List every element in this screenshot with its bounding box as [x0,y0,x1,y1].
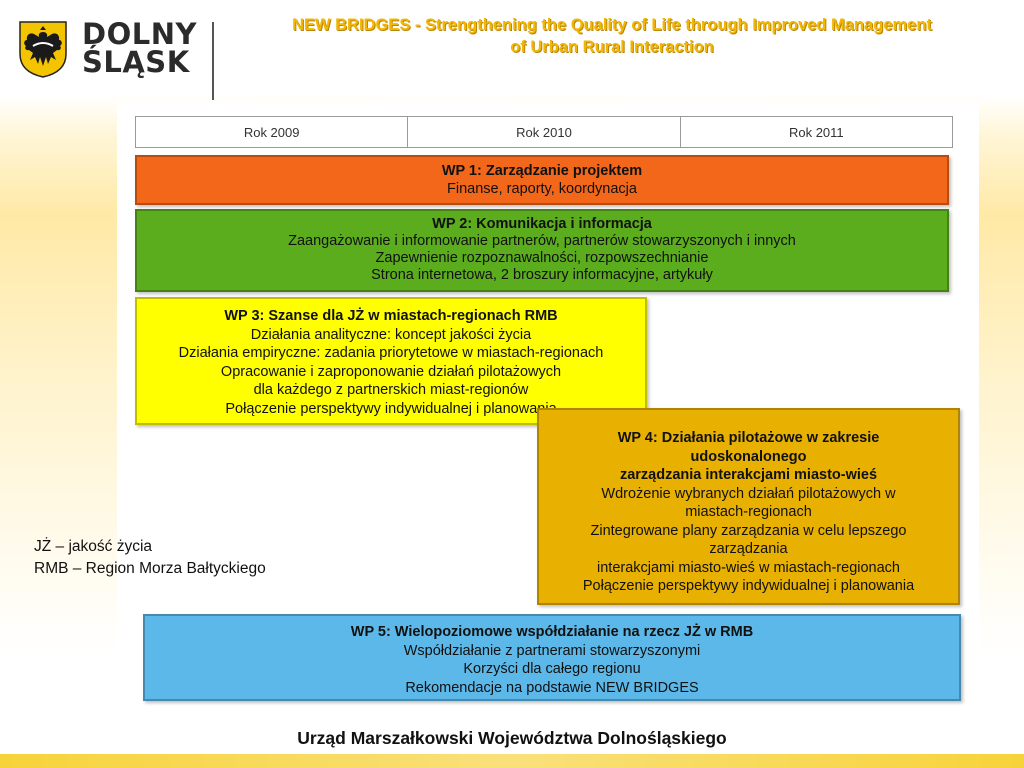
logo-wordmark: DOLNY ŚLĄSK [82,17,197,79]
wp5-title: WP 5: Wielopoziomowe współdziałanie na r… [350,624,754,640]
logo-line-2: ŚLĄSK [82,45,190,79]
year-2011: Rok 2011 [788,124,844,140]
wp3-line: Połączenie perspektywy indywidualnej i p… [225,400,557,417]
wp4-line: zarządzania [709,541,788,557]
wp2-line: Strona internetowa, 2 broszury informacy… [371,267,713,283]
footer-institution: Urząd Marszałkowski Województwa Dolnoślą… [297,728,727,748]
work-package-2: WP 2: Komunikacja i informacja Zaangażow… [135,209,949,292]
work-package-1: WP 1: Zarządzanie projektem Finanse, rap… [135,155,949,205]
wp4-line: Wdrożenie wybranych działań pilotażowych… [601,485,896,502]
wp1-title: WP 1: Zarządzanie projektem [441,163,643,179]
wp5-line: Korzyści dla całego regionu [463,661,641,677]
wp3-line: Działania empiryczne: zadania prioryteto… [178,345,604,361]
wp2-line: Zaangażowanie i informowanie partnerów, … [288,233,796,249]
wp4-line: Połączenie perspektywy indywidualnej i p… [582,578,915,594]
eagle-coat-of-arms-icon [19,21,67,78]
wp2-title: WP 2: Komunikacja i informacja [432,216,652,232]
slide-title-line-2: of Urban Rural Interaction [510,38,714,56]
wp3-line: dla każdego z partnerskich miast-regionó… [253,382,529,398]
wp3-line: Opracowanie i zaproponowanie działań pil… [220,363,562,380]
logo-divider [212,22,214,100]
wp3-line: Działania analityczne: koncept jakości ż… [250,326,532,343]
slide-title-line-1: NEW BRIDGES - Strengthening the Quality … [292,16,932,34]
work-package-4: WP 4: Działania pilotażowe w zakresie ud… [537,408,960,605]
wp4-line: interakcjami miasto-wieś w miastach-regi… [597,559,900,576]
wp4-title-line: zarządzania interakcjami miasto-wieś [619,467,878,483]
year-2010: Rok 2010 [408,117,681,147]
year-2009: Rok 2009 [136,117,409,147]
wp2-line: Zapewnienie rozpoznawalności, rozpowszec… [375,250,709,266]
slide-title: NEW BRIDGES - Strengthening the Quality … [230,14,994,58]
timeline-header: Rok 2009 Rok 2010 Rok 2011 [135,116,953,148]
wp5-line: Rekomendacje na podstawie NEW BRIDGES [405,679,699,696]
abbreviation-legend: JŻ – jakość życia RMB – Region Morza Bał… [34,536,266,580]
wp4-title-line: WP 4: Działania pilotażowe w zakresie [617,430,880,446]
wp4-line: Zintegrowane plany zarządzania w celu le… [590,522,907,539]
logo-line-1: DOLNY [82,17,197,51]
legend-line-1: JŻ – jakość życia [34,538,153,555]
wp3-title: WP 3: Szanse dla JŻ w miastach-regionach… [224,308,558,324]
work-package-3: WP 3: Szanse dla JŻ w miastach-regionach… [135,297,647,425]
wp4-title-line: udoskonalonego [690,448,807,465]
bottom-accent-strip [0,754,1024,768]
wp1-line: Finanse, raporty, koordynacja [447,181,637,197]
wp4-line: miastach-regionach [685,504,812,520]
work-package-5: WP 5: Wielopoziomowe współdziałanie na r… [143,614,961,701]
legend-line-2: RMB – Region Morza Bałtyckiego [34,560,266,577]
wp5-line: Współdziałanie z partnerami stowarzyszon… [403,642,701,659]
